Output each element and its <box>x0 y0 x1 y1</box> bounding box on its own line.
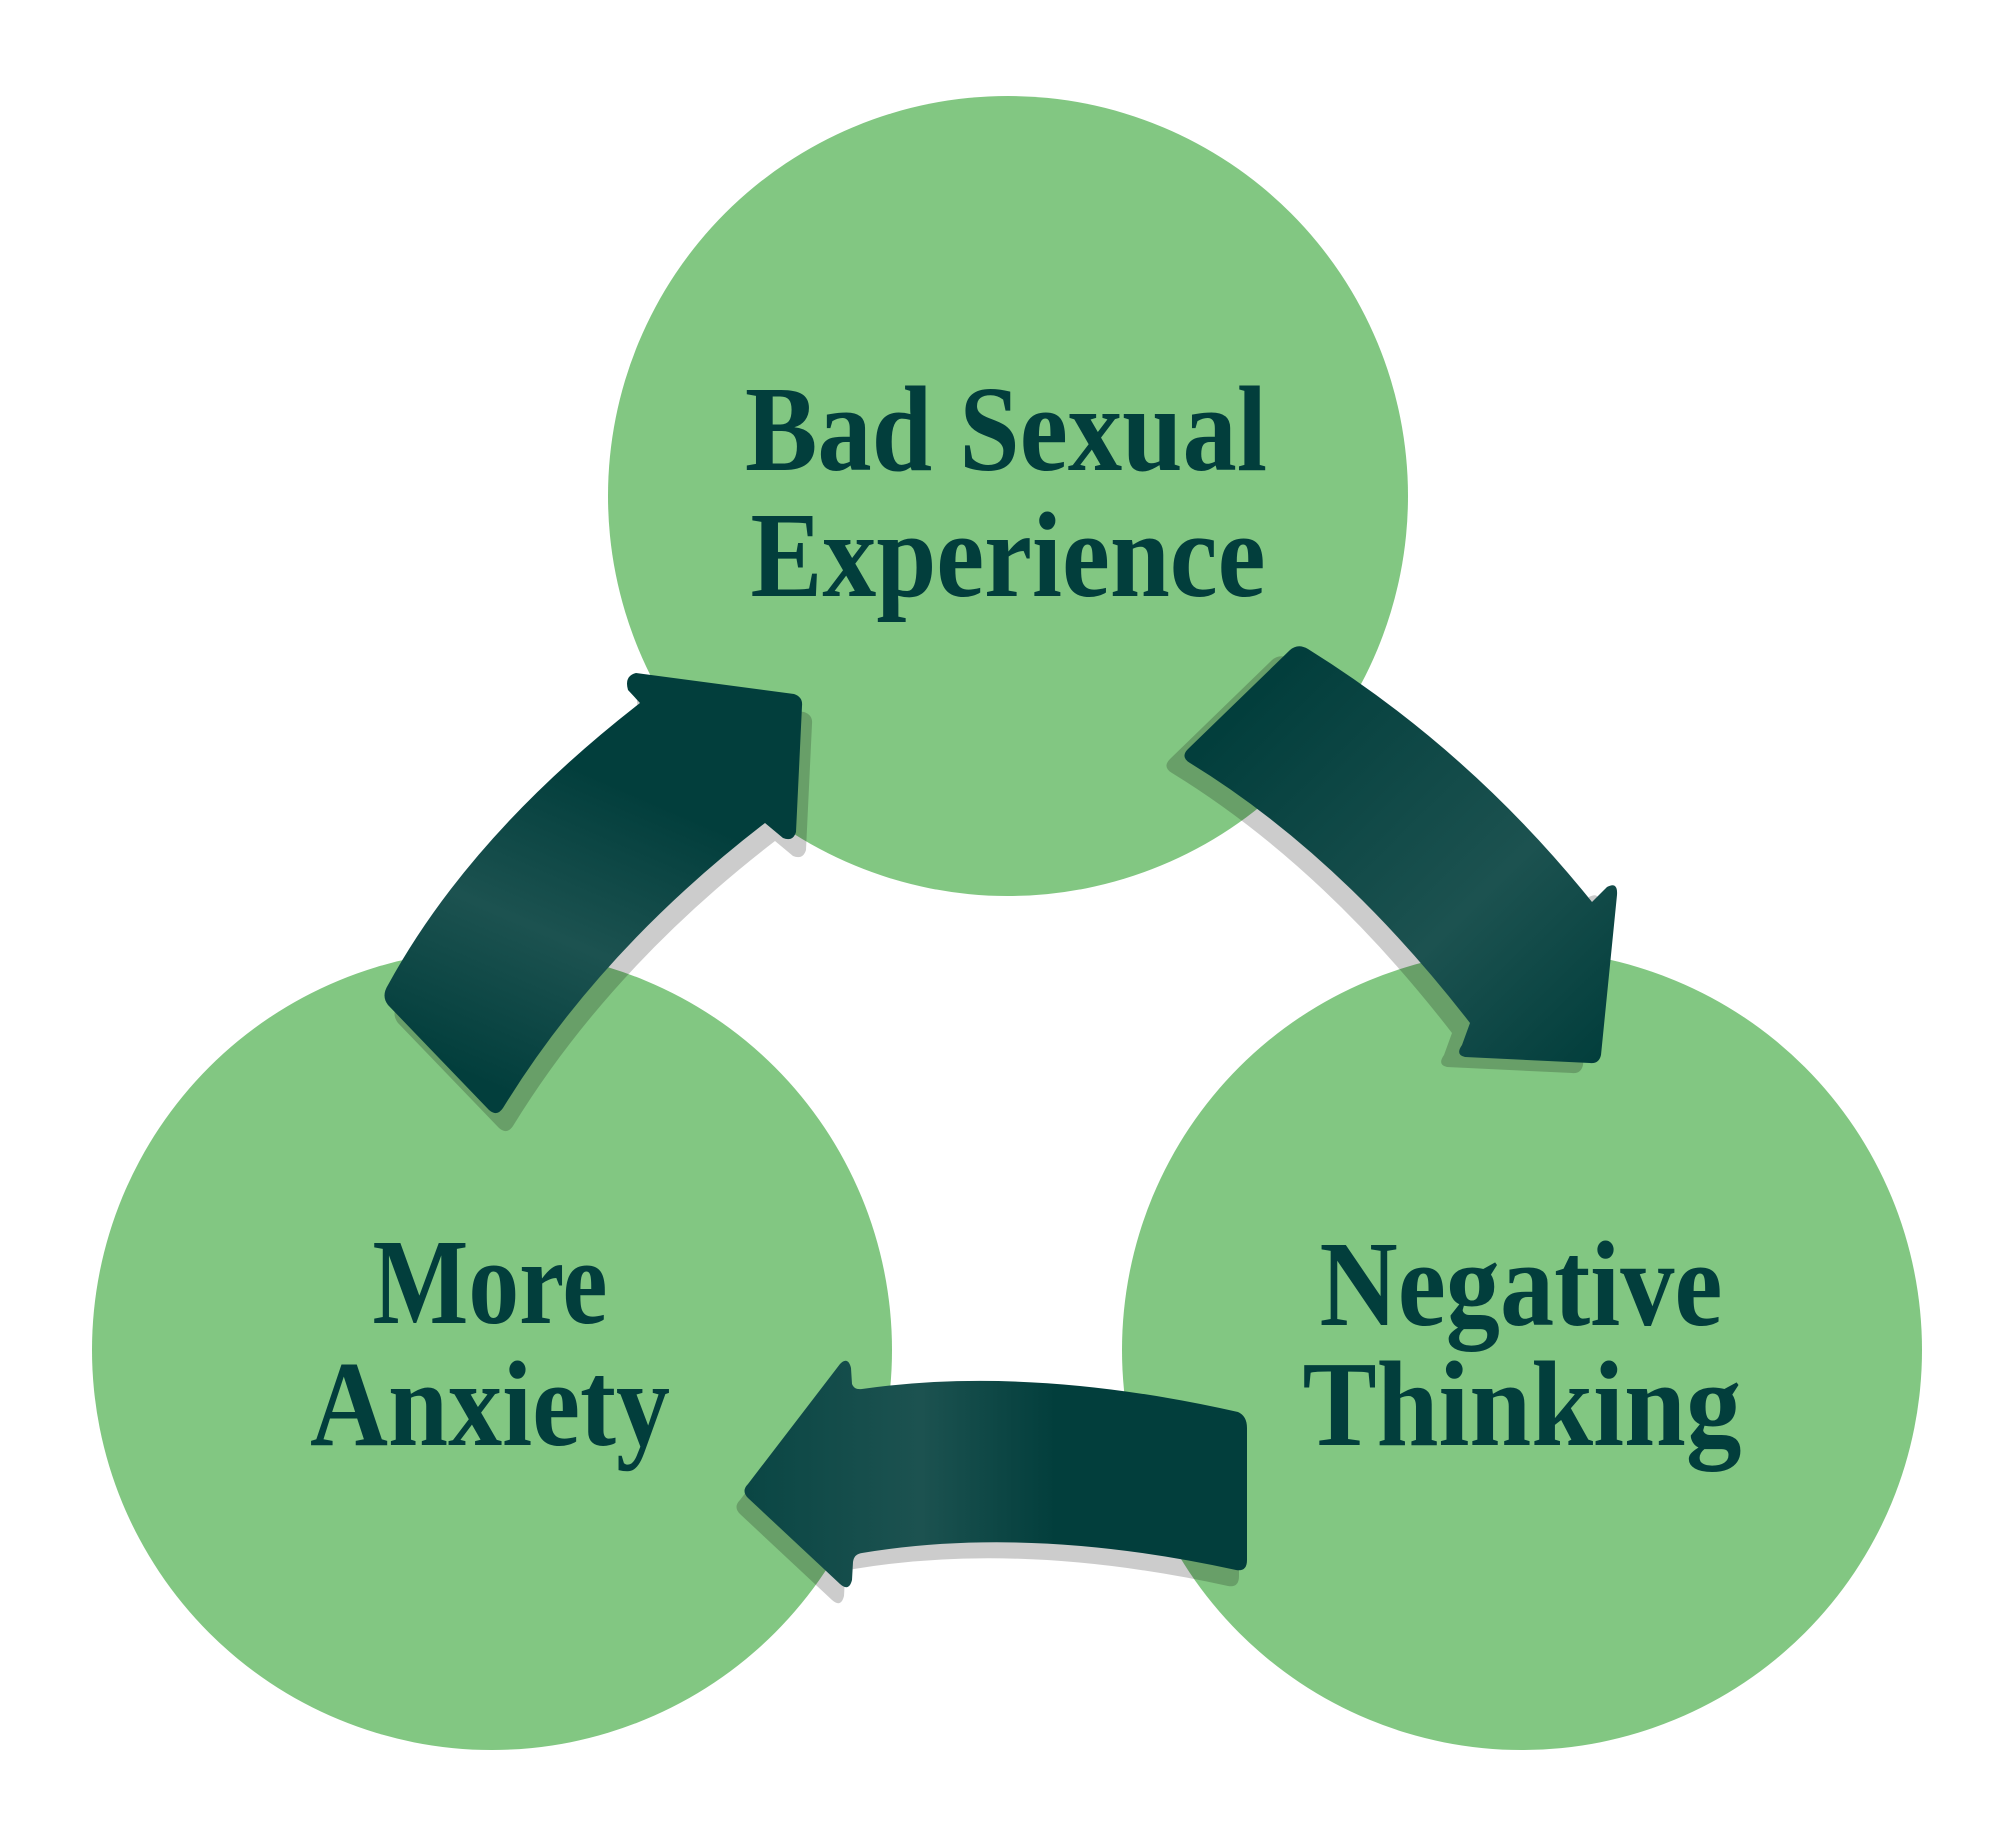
node-circle <box>92 950 892 1750</box>
label-negative-thinking-line-1: Negative <box>1320 1217 1723 1352</box>
label-bad-sexual-experience-line-1: Bad Sexual <box>745 362 1267 497</box>
label-more-anxiety-line-1: More <box>373 1215 608 1350</box>
node-circle <box>1122 950 1922 1750</box>
arrow-experience-to-thinking <box>1184 646 1618 1064</box>
node-circle <box>608 96 1408 896</box>
label-bad-sexual-experience-line-2: Experience <box>751 488 1266 623</box>
node-bad-sexual-experience <box>608 96 1408 896</box>
arrow-anxiety-to-experience <box>384 673 803 1114</box>
node-more-anxiety <box>92 950 892 1750</box>
node-labels: Bad Sexual Experience More Anxiety Negat… <box>310 362 1742 1472</box>
node-negative-thinking <box>1122 950 1922 1750</box>
label-negative-thinking-line-2: Thinking <box>1303 1337 1742 1472</box>
label-more-anxiety-line-2: Anxiety <box>310 1337 670 1472</box>
arrow-thinking-to-anxiety <box>744 1360 1247 1588</box>
